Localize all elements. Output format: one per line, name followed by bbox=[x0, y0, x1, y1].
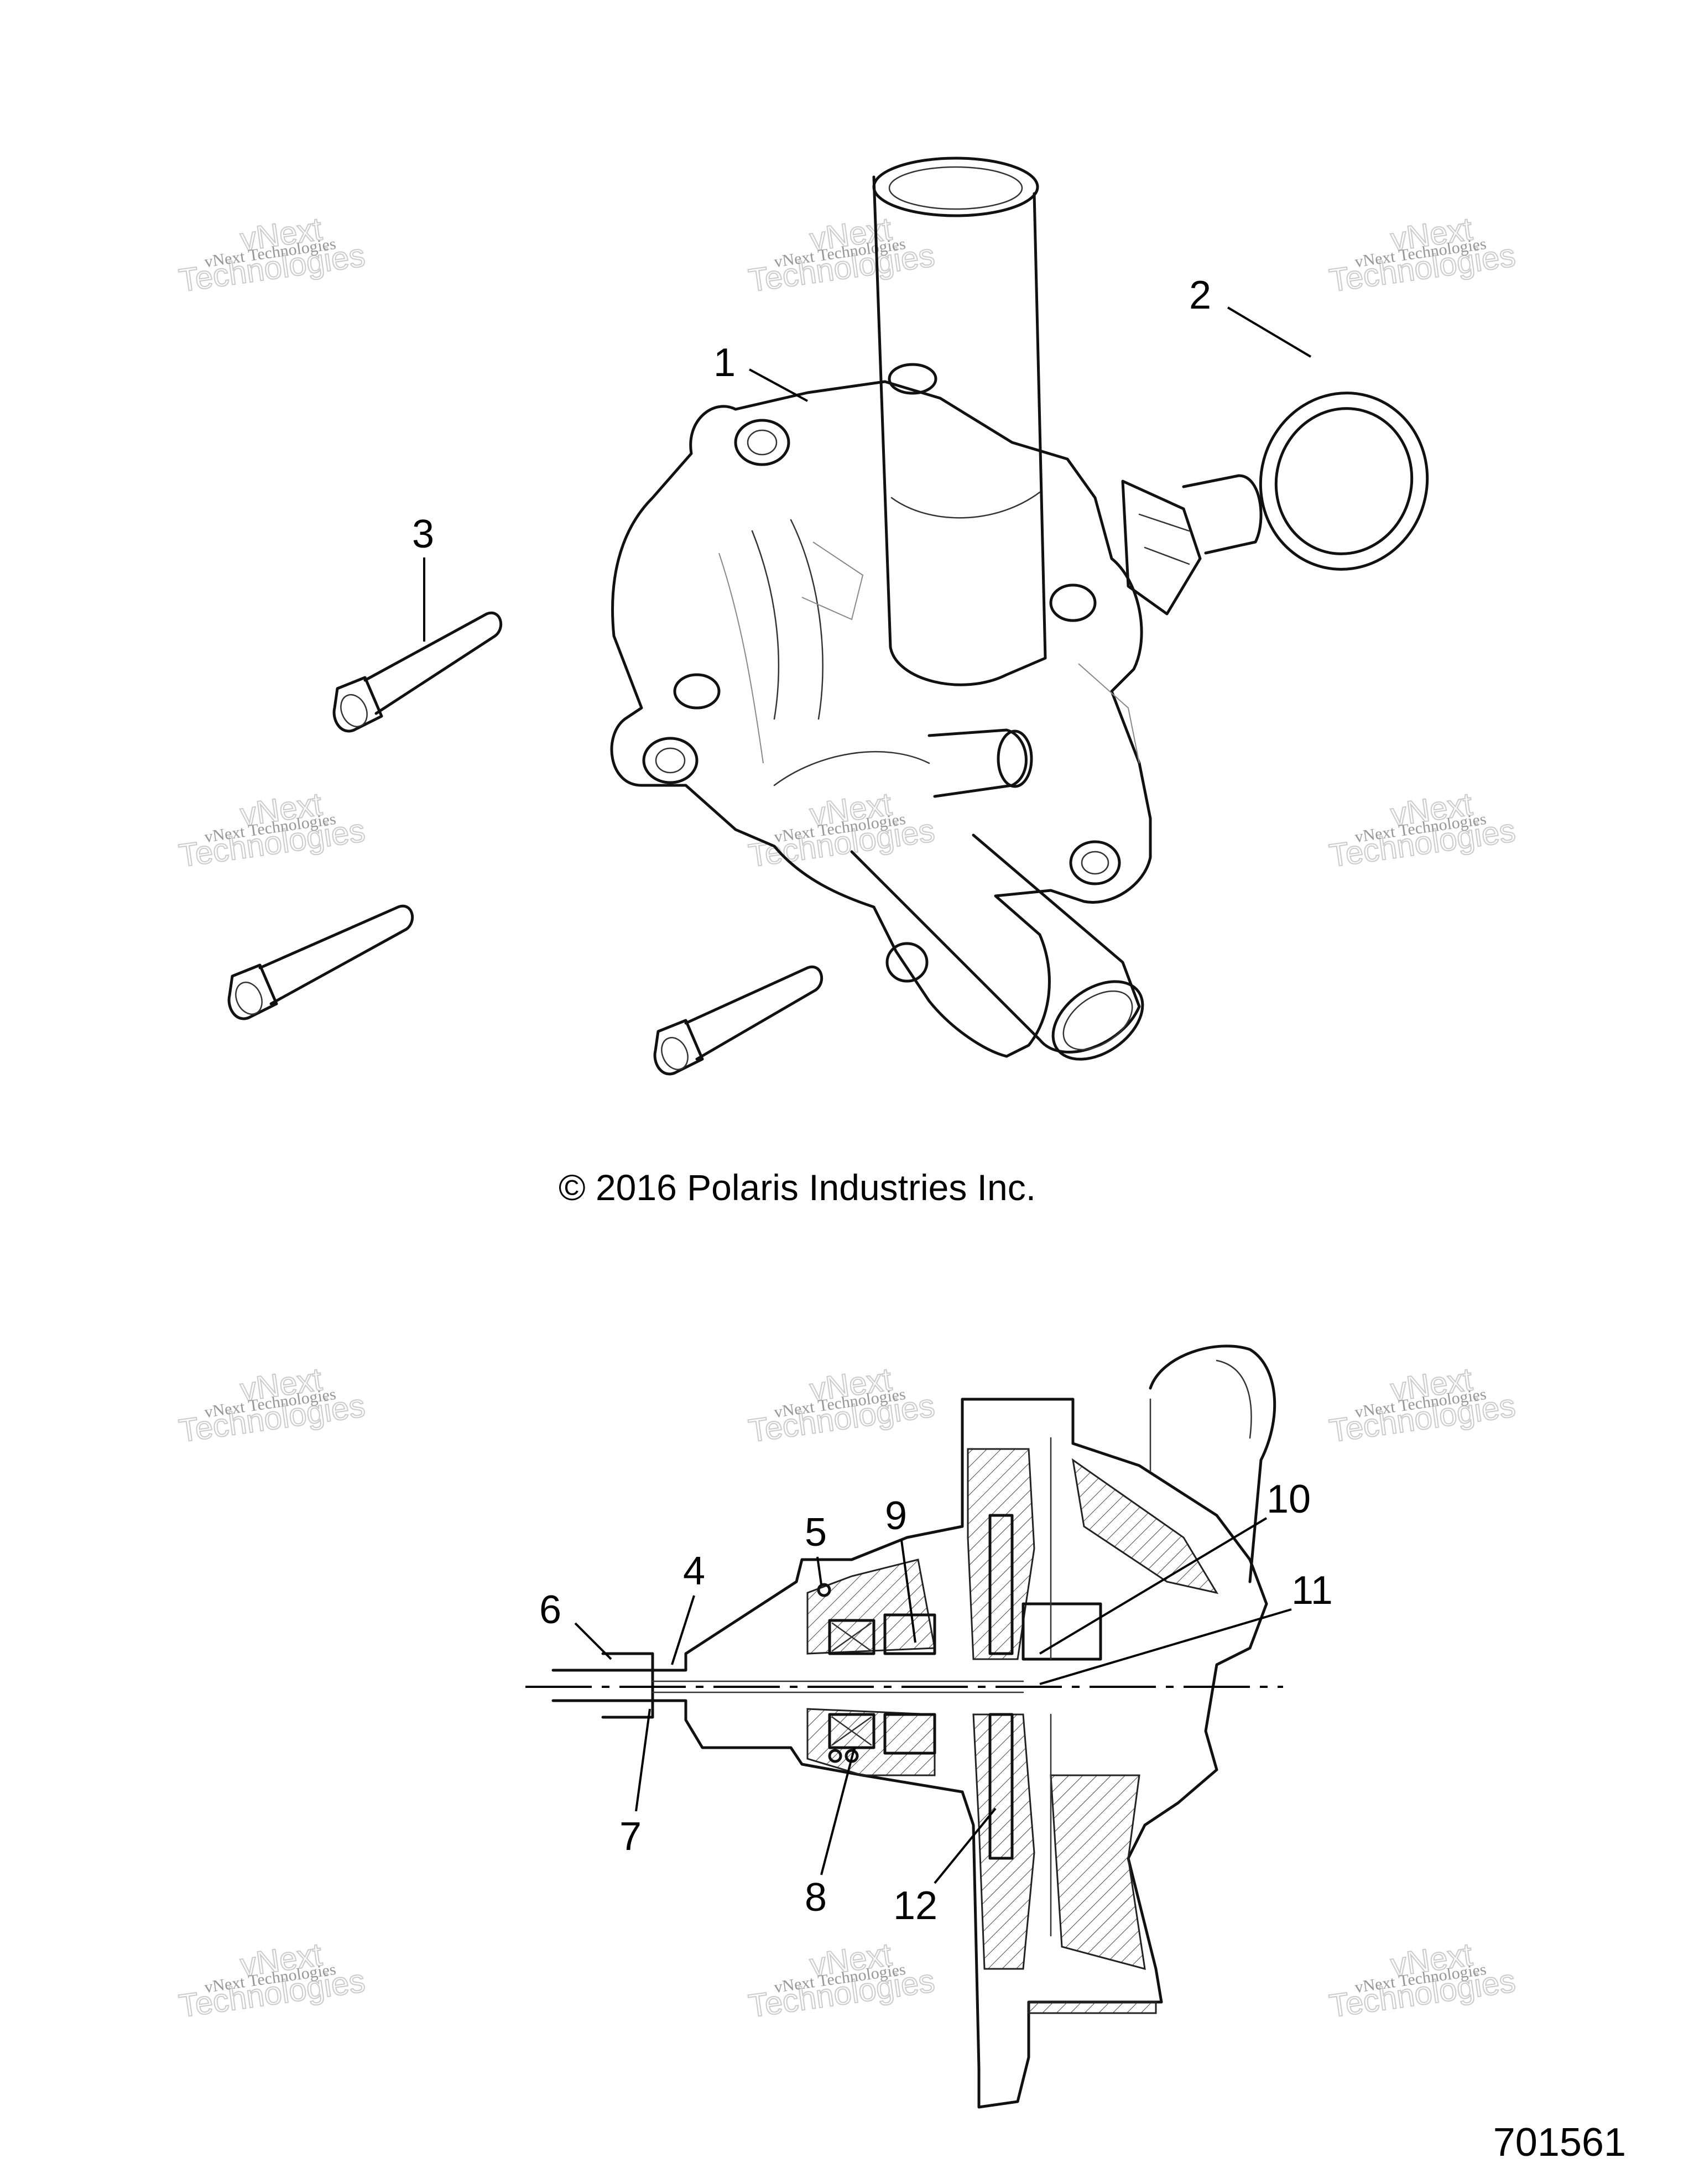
svg-text:2: 2 bbox=[1189, 273, 1211, 317]
watermark: vNext Technologies vNext Technologies bbox=[746, 785, 937, 874]
callout-2: 2 bbox=[1189, 273, 1312, 358]
svg-text:4: 4 bbox=[683, 1549, 705, 1593]
svg-text:8: 8 bbox=[805, 1875, 827, 1920]
bolt bbox=[653, 965, 824, 1076]
svg-text:10: 10 bbox=[1267, 1477, 1311, 1521]
watermark: vNext Technologies vNext Technologies bbox=[1327, 210, 1518, 299]
watermark: vNext Technologies vNext Technologies bbox=[1327, 785, 1518, 874]
water-pump-housing bbox=[610, 157, 1152, 1061]
callout-11: 11 bbox=[1039, 1568, 1333, 1685]
temperature-sensor bbox=[1121, 474, 1263, 616]
svg-text:3: 3 bbox=[412, 512, 434, 556]
svg-text:5: 5 bbox=[805, 1510, 827, 1555]
watermark: vNext Technologies vNext Technologies bbox=[746, 1361, 937, 1450]
pump-cross-section bbox=[525, 1344, 1283, 2109]
watermark: vNext Technologies vNext Technologies bbox=[176, 210, 368, 299]
bolt bbox=[332, 611, 503, 733]
bolt bbox=[227, 904, 414, 1020]
callout-12: 12 bbox=[893, 1807, 997, 1928]
watermark: vNext Technologies vNext Technologies bbox=[746, 1936, 937, 2025]
callout-9: 9 bbox=[885, 1494, 916, 1643]
svg-text:7: 7 bbox=[619, 1815, 642, 1859]
watermark: vNext Technologies vNext Technologies bbox=[746, 210, 937, 299]
callout-8: 8 bbox=[805, 1747, 856, 1920]
reference-number: 701561 bbox=[1493, 2120, 1626, 2165]
svg-text:11: 11 bbox=[1291, 1568, 1333, 1613]
callout-10: 10 bbox=[1039, 1477, 1311, 1655]
callout-1: 1 bbox=[713, 341, 808, 402]
svg-text:9: 9 bbox=[885, 1494, 907, 1538]
copyright-notice: © 2016 Polaris Industries Inc. bbox=[559, 1167, 1036, 1208]
callout-5: 5 bbox=[805, 1510, 827, 1585]
svg-text:12: 12 bbox=[893, 1884, 937, 1928]
callout-6: 6 bbox=[539, 1588, 612, 1660]
watermark: vNext Technologies vNext Technologies bbox=[176, 785, 368, 874]
watermark: vNext Technologies vNext Technologies bbox=[176, 1936, 368, 2025]
callout-7: 7 bbox=[619, 1708, 651, 1859]
callout-4: 4 bbox=[671, 1549, 705, 1665]
watermark: vNext Technologies vNext Technologies bbox=[1327, 1361, 1518, 1450]
o-ring bbox=[1259, 392, 1429, 571]
svg-text:1: 1 bbox=[713, 341, 736, 385]
callout-3: 3 bbox=[412, 512, 434, 642]
watermark: vNext Technologies vNext Technologies bbox=[1327, 1936, 1518, 2025]
svg-text:6: 6 bbox=[539, 1588, 561, 1632]
watermark: vNext Technologies vNext Technologies bbox=[176, 1361, 368, 1450]
